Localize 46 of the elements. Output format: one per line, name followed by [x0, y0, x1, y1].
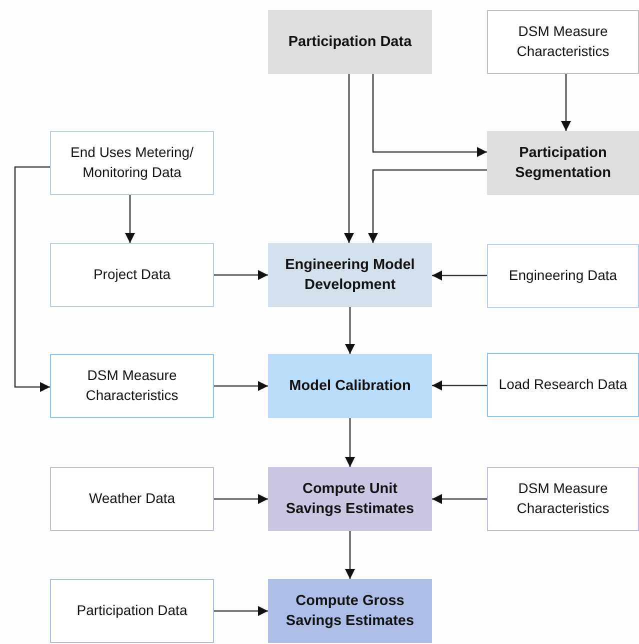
- process-box: [487, 10, 639, 74]
- process-box: [268, 579, 432, 643]
- box-label: Engineering Model Development: [284, 256, 416, 295]
- box-label: Weather Data: [88, 489, 176, 508]
- process-box: [487, 467, 639, 531]
- process-box: [50, 243, 214, 307]
- box-label: Load Research Data: [498, 375, 628, 394]
- process-box: [268, 10, 432, 74]
- box-label: Model Calibration: [289, 376, 411, 396]
- box-label: Compute Gross Savings Estimates: [284, 592, 416, 631]
- arrow: [214, 270, 268, 280]
- arrow: [372, 74, 487, 157]
- box-label: DSM Measure Characteristics: [516, 479, 610, 518]
- arrow: [214, 381, 268, 391]
- arrow: [125, 195, 135, 243]
- box-label: DSM Measure Characteristics: [516, 22, 610, 61]
- arrow: [432, 270, 487, 280]
- arrow: [368, 169, 487, 243]
- arrow: [432, 494, 487, 504]
- arrow: [561, 74, 571, 131]
- arrow: [345, 418, 355, 467]
- arrow: [345, 307, 355, 354]
- arrow: [345, 531, 355, 579]
- process-box: [487, 244, 639, 308]
- arrow: [214, 494, 268, 504]
- process-box: [268, 354, 432, 418]
- arrow: [214, 606, 268, 616]
- process-box: [487, 353, 639, 417]
- process-box: [50, 467, 214, 531]
- box-label: End Uses Metering/ Monitoring Data: [70, 143, 194, 182]
- process-box: [50, 354, 214, 418]
- box-label: Compute Unit Savings Estimates: [284, 480, 416, 519]
- arrow: [344, 74, 354, 243]
- box-label: Engineering Data: [508, 266, 618, 286]
- box-label: Participation Segmentation: [514, 144, 612, 183]
- arrow: [432, 380, 487, 390]
- process-box: [268, 243, 432, 307]
- box-label: Participation Data: [76, 601, 188, 620]
- process-box: [487, 131, 639, 195]
- process-box: [268, 467, 432, 531]
- arrow: [14, 166, 50, 392]
- box-label: Participation Data: [288, 32, 412, 52]
- box-label: Project Data: [93, 265, 171, 284]
- process-box: [50, 579, 214, 643]
- box-label: DSM Measure Characteristics: [84, 366, 180, 405]
- process-box: [50, 131, 214, 195]
